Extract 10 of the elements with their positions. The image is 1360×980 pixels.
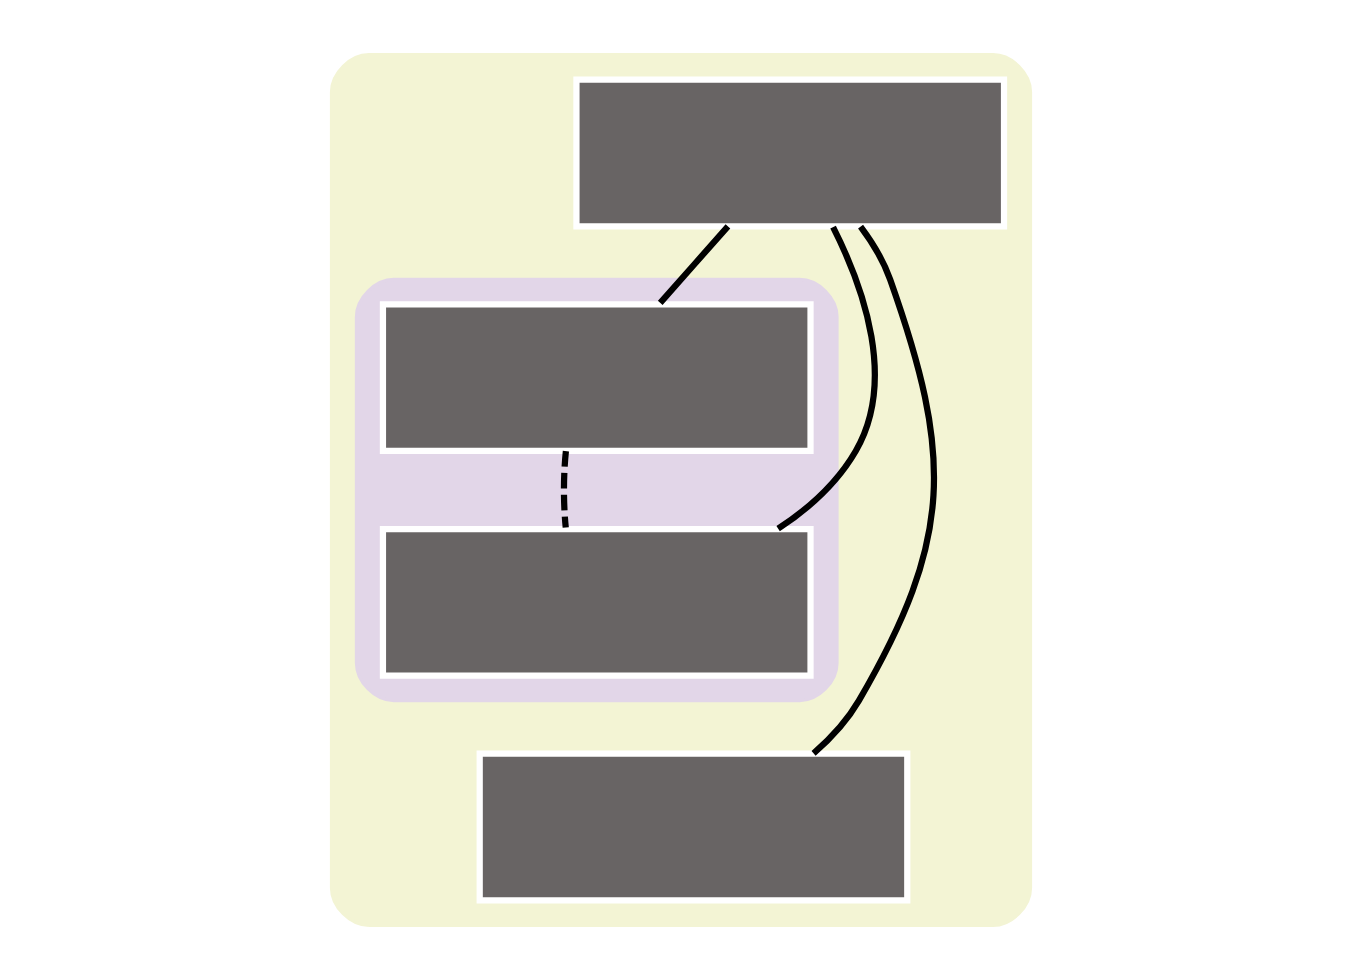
connector (656, 224, 730, 305)
connector (559, 450, 568, 528)
node-box (572, 76, 1007, 230)
connector (775, 225, 877, 532)
node-box (378, 301, 813, 455)
node-box (475, 750, 910, 904)
connector (810, 224, 936, 756)
cluster (353, 277, 838, 703)
node-box (378, 525, 813, 679)
cluster (328, 53, 1032, 927)
